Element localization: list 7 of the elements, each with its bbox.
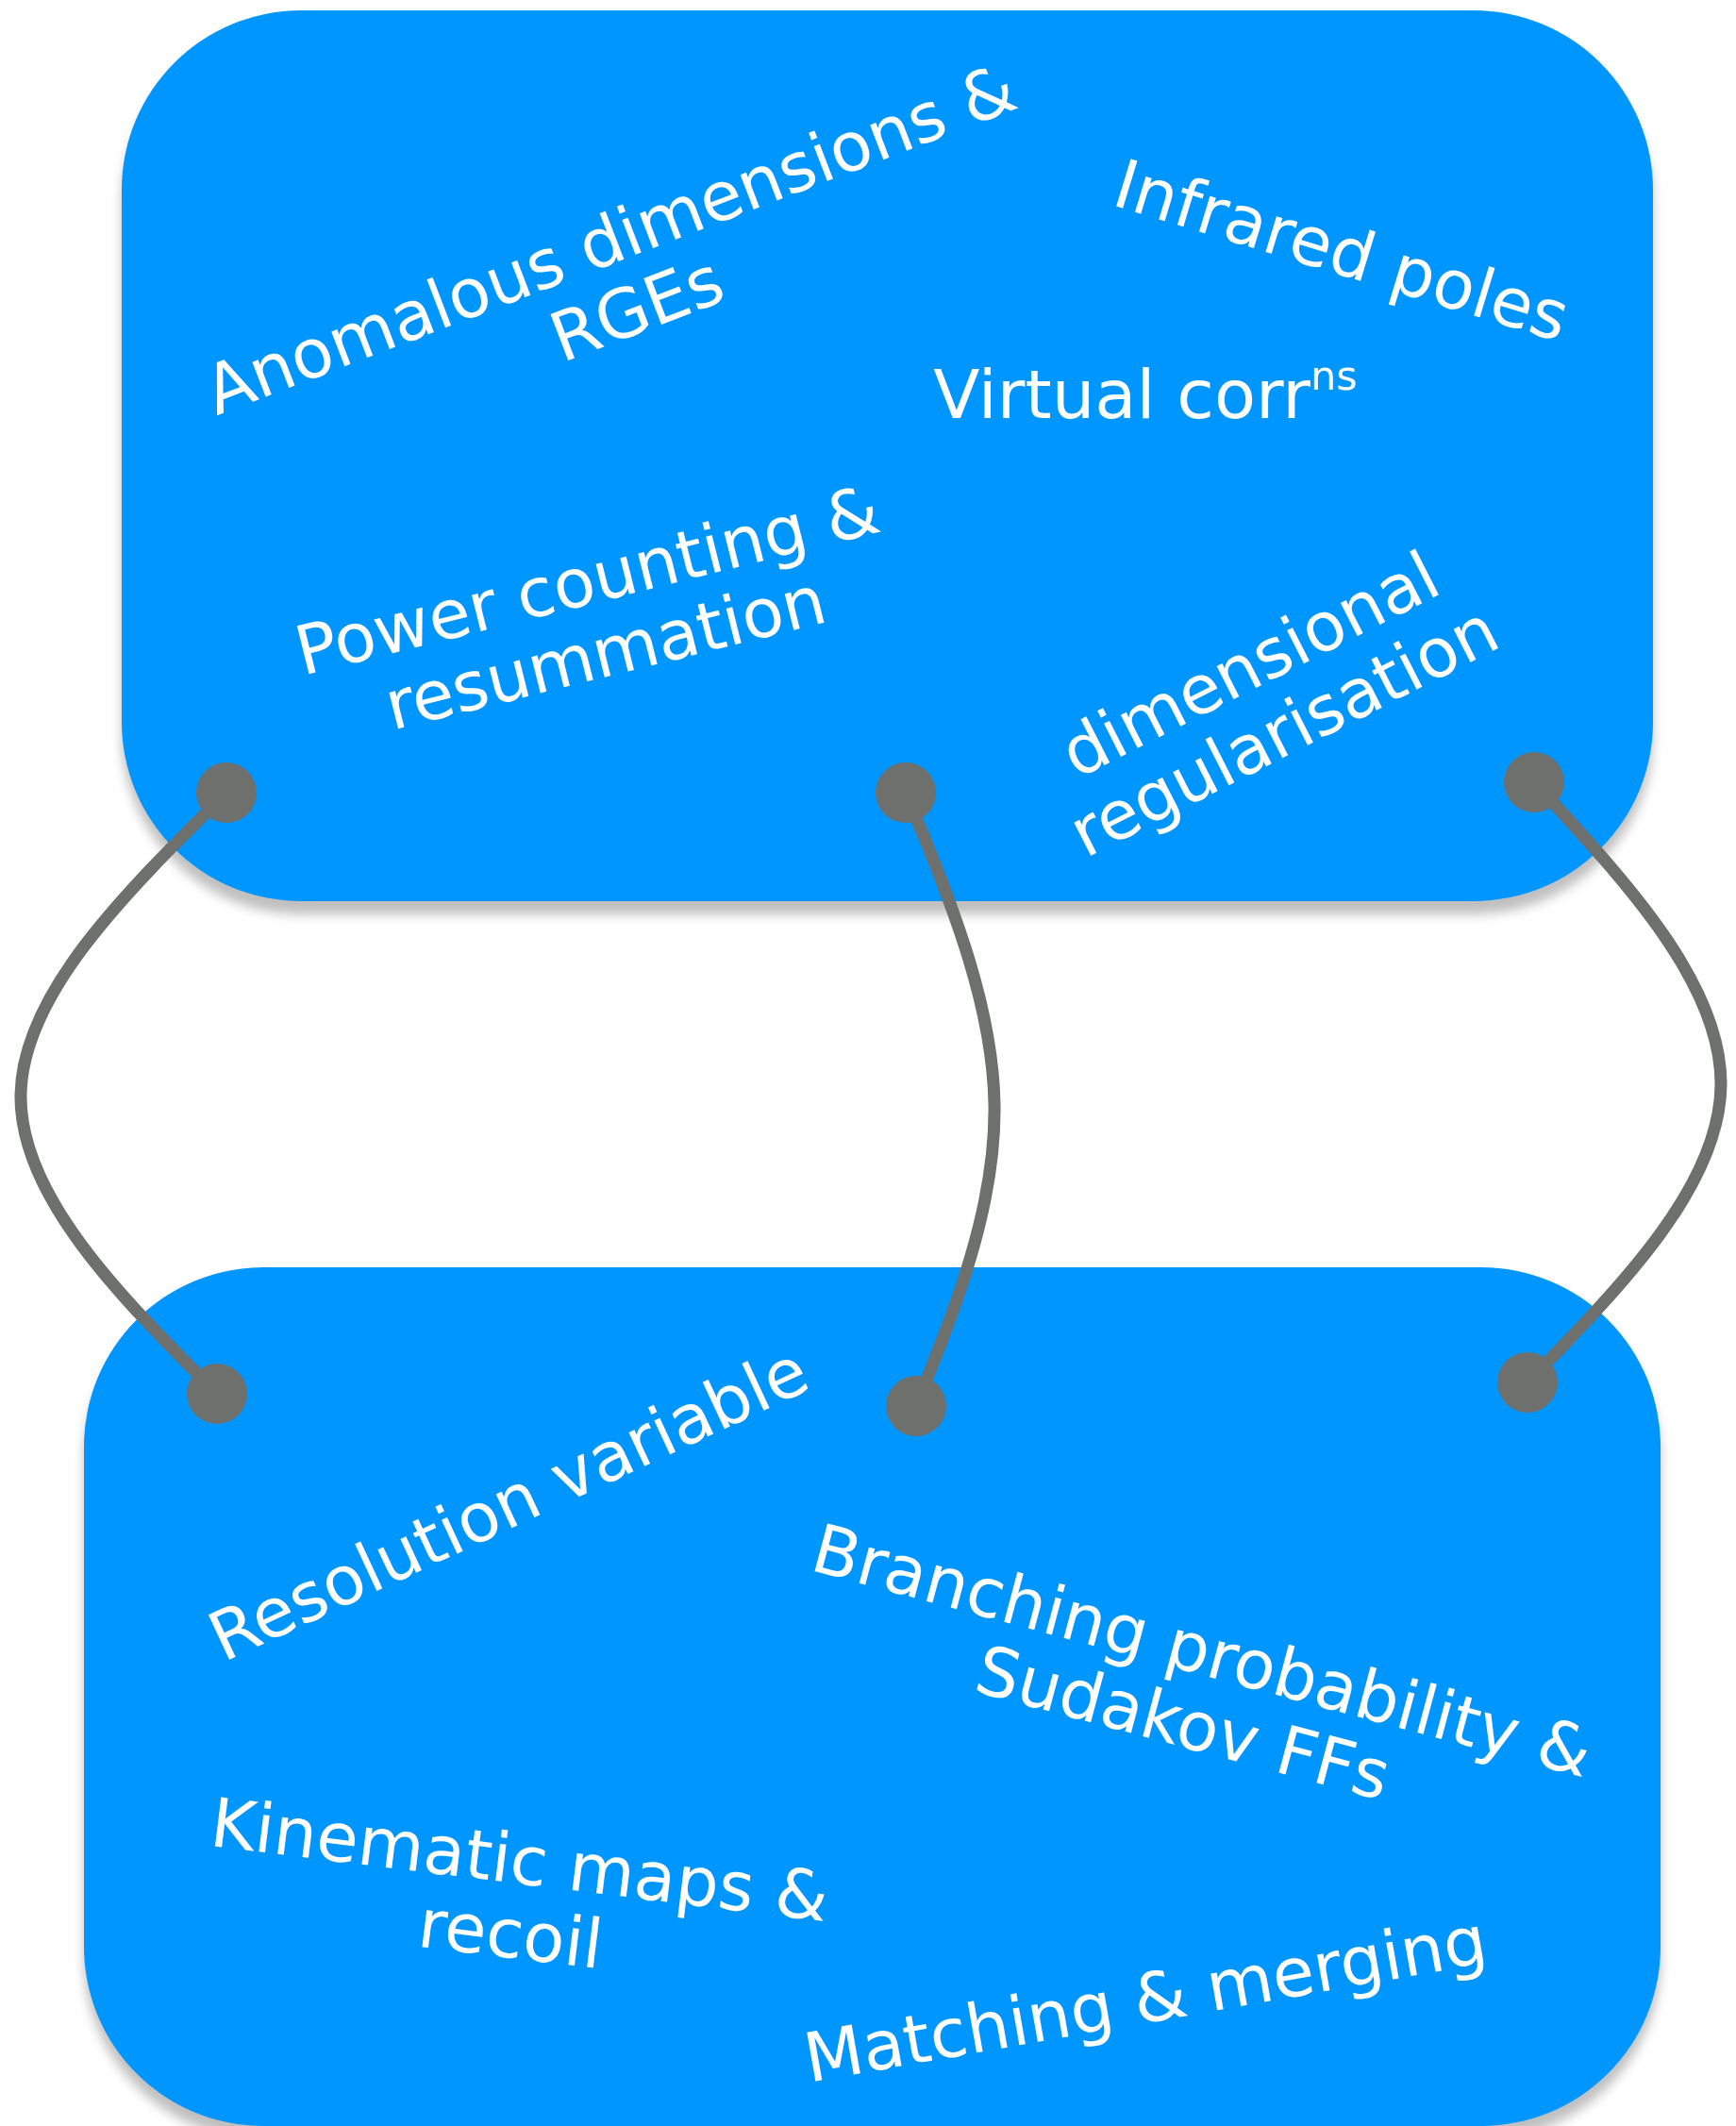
- topic-label: Virtual corr$^{ns}$: [933, 358, 1358, 433]
- connector-line: [14, 762, 257, 1424]
- connector-line: [876, 762, 1001, 1436]
- topic-label: Kinematic maps & recoil: [205, 1783, 834, 1987]
- rounded-panel: [122, 10, 1653, 901]
- rounded-panel: [84, 1267, 1661, 2126]
- connector-line: [1497, 752, 1728, 1413]
